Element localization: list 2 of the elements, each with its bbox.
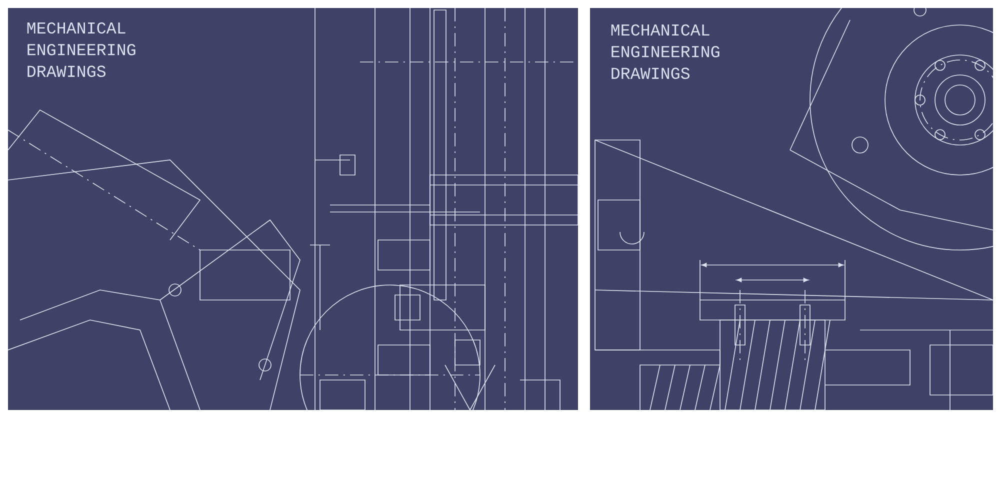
drawing-title: MECHANICAL ENGINEERING DRAWINGS — [27, 22, 136, 77]
drawing-title: MECHANICAL ENGINEERING DRAWINGS — [611, 24, 720, 79]
